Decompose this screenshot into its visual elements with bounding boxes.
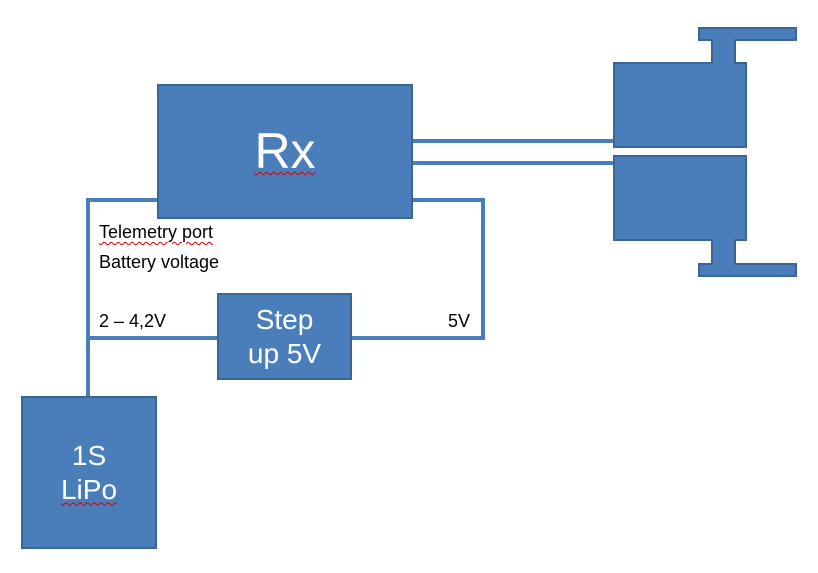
input-voltage-text: 2 – 4,2V <box>99 311 167 331</box>
battery-voltage-text: Battery voltage <box>99 252 220 272</box>
rx-box <box>157 84 413 219</box>
step-up-line1: Step <box>255 304 314 336</box>
rx-label: Rx <box>158 85 412 218</box>
lipo-label: 1S LiPo <box>22 397 156 548</box>
step-up-line2: up 5V <box>247 337 322 369</box>
telemetry-wire <box>86 198 158 397</box>
stepup-to-rx-wire <box>351 198 485 340</box>
servo-top-icon <box>613 27 797 148</box>
step-up-box <box>217 293 352 380</box>
lipo-box <box>21 396 157 549</box>
output-voltage-text: 5V <box>448 311 471 331</box>
rx-label-text: Rx <box>254 123 316 179</box>
step-up-label: Step up 5V <box>218 294 351 379</box>
telemetry-port-text: Telemetry port <box>99 222 214 242</box>
lipo-line1: 1S <box>71 440 107 472</box>
output-voltage-note: 5V <box>448 311 470 332</box>
telemetry-port-note: Telemetry port <box>99 222 213 243</box>
lipo-line2: LiPo <box>60 473 118 505</box>
battery-voltage-note: Battery voltage <box>99 252 219 273</box>
servo-bottom-icon <box>613 155 797 277</box>
input-voltage-note: 2 – 4,2V <box>99 311 166 332</box>
